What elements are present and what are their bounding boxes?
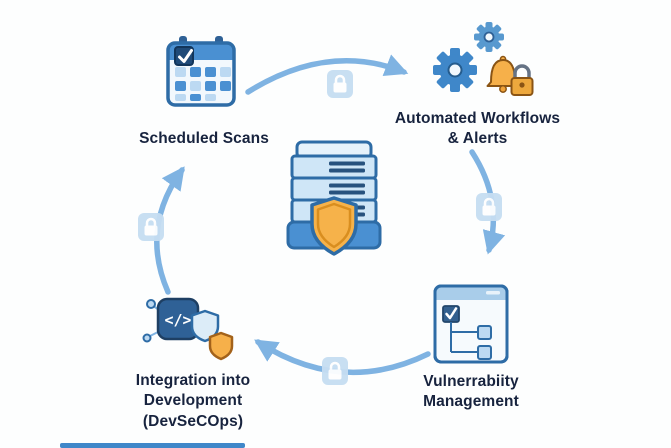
- lock-badge-left: [138, 213, 164, 241]
- orange-shield-icon: [208, 331, 234, 361]
- large-gear-icon: [433, 48, 477, 92]
- shield-icon: [310, 196, 358, 256]
- automated-workflows-label: Automated Workflows & Alerts: [394, 110, 561, 148]
- checkmark-icon: [174, 46, 194, 66]
- lock-badge-bottom: [322, 357, 348, 385]
- code-shields-icon: </>: [142, 297, 234, 361]
- lock-badge-right: [476, 193, 502, 221]
- gears-bell-lock-icon: [433, 22, 534, 96]
- small-gear-icon: [474, 22, 504, 52]
- calendar-icon: [166, 36, 236, 107]
- scheduled-scans-label: Scheduled Scans: [139, 130, 269, 147]
- arrow-top: [245, 54, 409, 95]
- padlock-icon: [510, 64, 534, 96]
- flowchart-lines: [450, 322, 478, 353]
- lock-badge-top: [327, 70, 353, 98]
- checkbox-icon: [442, 305, 460, 323]
- blue-shield-icon: [190, 309, 220, 343]
- server-with-shield-icon: [286, 140, 382, 256]
- vulnerability-management-label: Vulnerrabiity Management: [423, 373, 519, 411]
- checklist-flow-icon: [433, 284, 509, 364]
- code-glyph: </>: [164, 311, 191, 329]
- devsecops-label: Integration into Development (DevSeCOps): [135, 372, 251, 430]
- bottom-edge-artifact: [60, 443, 245, 448]
